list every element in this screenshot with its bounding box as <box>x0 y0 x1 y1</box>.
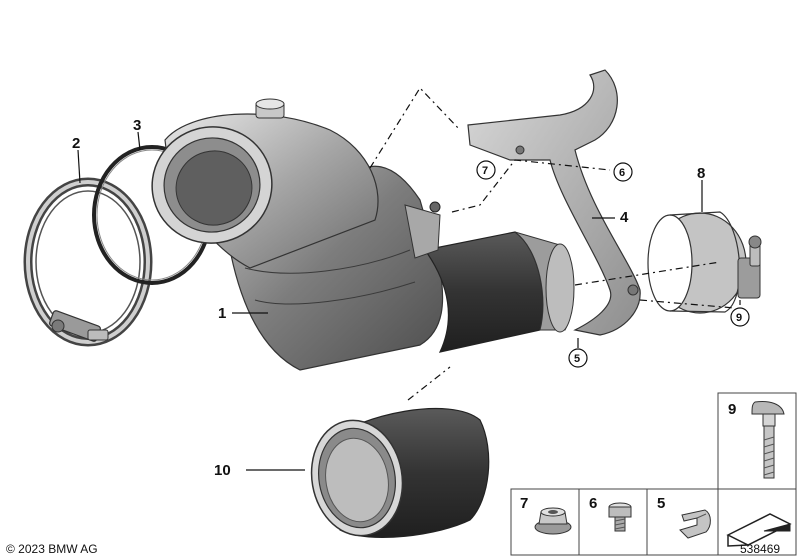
bracket <box>467 69 641 336</box>
callout-10: 10 <box>214 462 231 479</box>
callout-8: 8 <box>697 165 705 182</box>
callout-3: 3 <box>133 117 141 134</box>
svg-text:7: 7 <box>482 165 488 177</box>
callouts: 1 2 3 4 8 10 7 6 5 9 <box>72 117 750 479</box>
callout-9-circle: 9 <box>730 307 750 327</box>
direction-arrow-icon <box>726 513 792 547</box>
leader-lines <box>77 131 741 471</box>
parts-box-7-label: 7 <box>520 495 528 512</box>
clip-nut-icon <box>679 509 711 539</box>
svg-text:5: 5 <box>574 353 580 365</box>
copyright-text: © 2023 BMW AG <box>6 542 98 556</box>
callout-4: 4 <box>620 209 629 226</box>
diagram-id: 538469 <box>740 542 780 556</box>
flange-nut-icon <box>534 507 572 535</box>
catalytic-converter <box>151 98 575 371</box>
parts-box-9-label: 9 <box>728 401 736 418</box>
flex-pipe-sleeve <box>310 408 490 539</box>
assembly-lines <box>369 87 736 401</box>
v-band-clamp <box>23 177 153 347</box>
parts-box-5-label: 5 <box>657 495 665 512</box>
hex-bolt-icon <box>608 502 632 532</box>
callout-2: 2 <box>72 135 80 152</box>
parts-box-6-label: 6 <box>589 495 597 512</box>
band-clamp <box>647 211 762 314</box>
callout-6-circle: 6 <box>613 162 633 182</box>
callout-1: 1 <box>218 305 226 322</box>
svg-text:9: 9 <box>736 312 742 324</box>
small-parts-box: 9 7 6 5 <box>510 392 797 556</box>
bolt-icon <box>751 401 785 479</box>
callout-5-circle: 5 <box>568 348 588 368</box>
callout-7-circle: 7 <box>476 160 496 180</box>
svg-text:6: 6 <box>619 167 625 179</box>
